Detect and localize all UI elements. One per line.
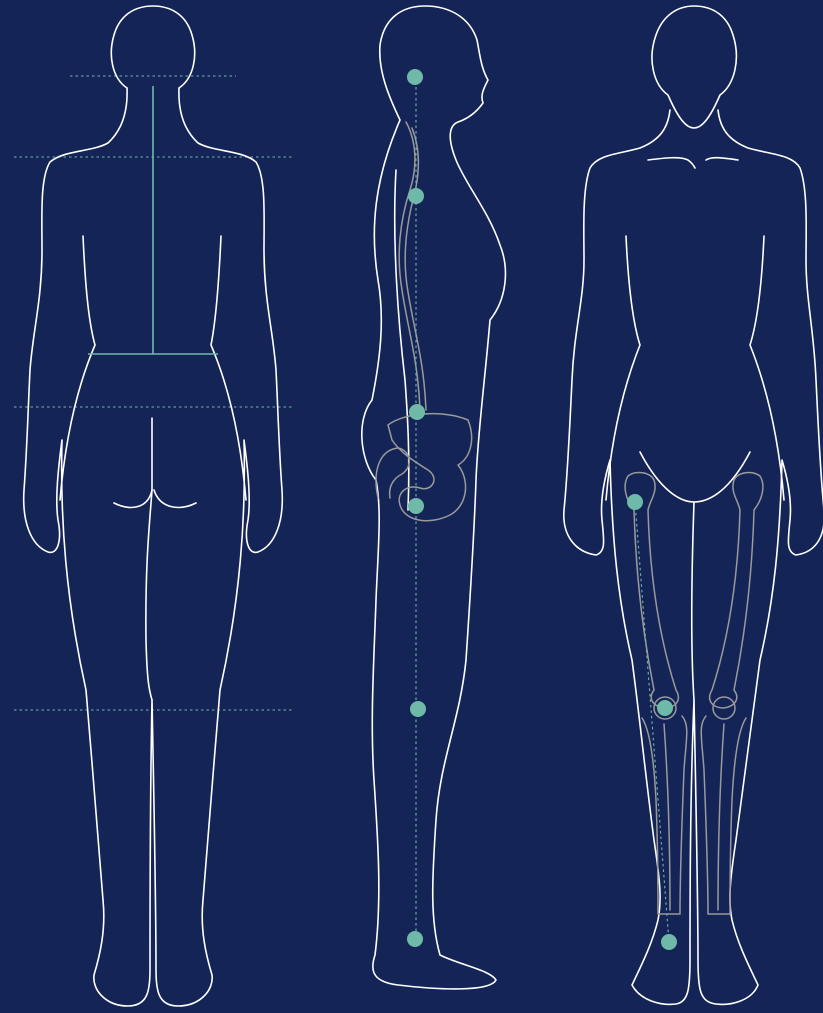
alignment-point-front-ankle [661,934,677,950]
alignment-point-ear [407,69,423,85]
alignment-point-ankle [407,931,423,947]
alignment-point-shoulder [408,188,424,204]
alignment-point-front-hip [627,494,643,510]
alignment-point-front-knee [657,700,673,716]
alignment-point-hip [409,404,425,420]
alignment-point-pelvis [408,498,424,514]
alignment-point-knee [410,701,426,717]
